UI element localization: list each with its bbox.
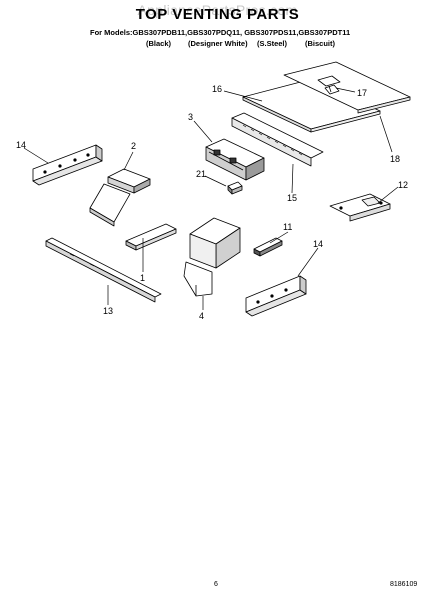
callout-2: 2 bbox=[131, 141, 136, 151]
part-16-top-panel bbox=[242, 78, 381, 133]
part-1-channel bbox=[125, 223, 177, 251]
callout-labels: 16 17 3 18 14 2 21 15 12 1 11 14 13 4 bbox=[16, 84, 408, 321]
part-15-vent-bracket bbox=[231, 112, 324, 167]
part-3-blower-assembly bbox=[205, 138, 265, 181]
callout-1: 1 bbox=[140, 273, 145, 283]
part-17-clip bbox=[324, 84, 340, 95]
part-14-left-bracket bbox=[32, 144, 103, 186]
callout-21: 21 bbox=[196, 169, 206, 179]
callout-12: 12 bbox=[398, 180, 408, 190]
models-line: For Models:GBS307PDB11,GBS307PDQ11, GBS3… bbox=[90, 28, 351, 37]
part-13-trim-strip bbox=[45, 237, 162, 303]
callout-3: 3 bbox=[188, 112, 193, 122]
variant-stainless-steel: (S.Steel) bbox=[257, 39, 288, 48]
callout-17: 17 bbox=[357, 88, 367, 98]
callout-4: 4 bbox=[199, 311, 204, 321]
part-12-small-bracket bbox=[329, 193, 391, 222]
page-number: 6 bbox=[214, 581, 218, 588]
part-11-terminal-block bbox=[253, 237, 283, 257]
callout-14-left: 14 bbox=[16, 140, 26, 150]
part-2-vent-duct bbox=[89, 168, 151, 227]
part-4-angled-duct bbox=[183, 217, 241, 297]
callout-11: 11 bbox=[283, 222, 292, 232]
watermark-text: AppliancePartsPros.com bbox=[137, 2, 298, 18]
callout-13: 13 bbox=[103, 306, 113, 316]
part-21-connector bbox=[227, 181, 243, 195]
variant-biscuit: (Biscuit) bbox=[305, 39, 335, 48]
callout-18: 18 bbox=[390, 154, 400, 164]
part-18-rear-panel bbox=[283, 61, 411, 114]
part-14-right-bracket bbox=[245, 275, 307, 317]
page-title: TOP VENTING PARTS bbox=[135, 6, 300, 23]
leader-lines bbox=[23, 87, 399, 310]
callout-15: 15 bbox=[287, 193, 297, 203]
callout-14-right: 14 bbox=[313, 239, 323, 249]
variant-black: (Black) bbox=[146, 39, 172, 48]
variant-designer-white: (Designer White) bbox=[188, 39, 248, 48]
callout-16: 16 bbox=[212, 84, 222, 94]
document-number: 8186109 bbox=[390, 581, 418, 588]
